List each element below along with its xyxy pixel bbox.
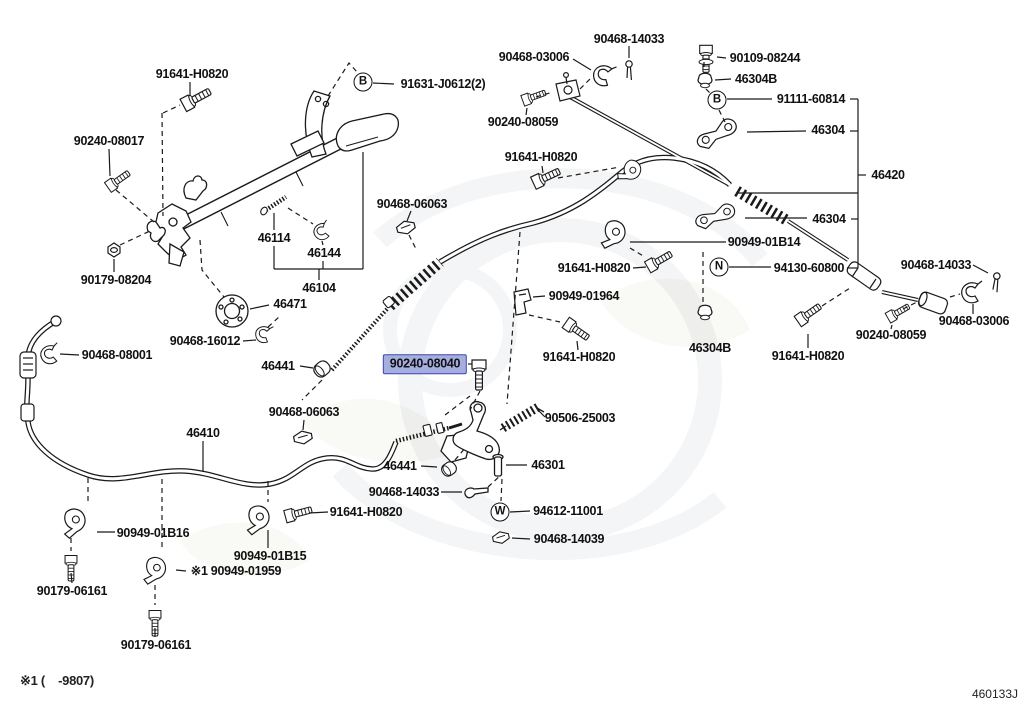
callout-w-3[interactable]: W [490,502,510,522]
part-label-90949-01b14[interactable]: 90949-01B14 [727,234,801,249]
part-label-90506-25003[interactable]: 90506-25003 [544,410,616,425]
part-label-46304[interactable]: 46304 [811,122,845,137]
part-label-46304b[interactable]: 46304B [689,340,731,355]
part-label-90949-01b15[interactable]: 90949-01B15 [233,548,307,563]
part-label-46471[interactable]: 46471 [273,296,307,311]
part-label-90468-14039[interactable]: 90468-14039 [533,531,605,546]
part-label-46144[interactable]: 46144 [307,245,341,260]
part-label-90240-08059[interactable]: 90240-08059 [487,114,559,129]
part-label-91641-h0820[interactable]: 91641-H0820 [542,349,616,364]
part-label-46304b[interactable]: 46304B [735,71,777,86]
part-label-94612-11001[interactable]: 94612-11001 [533,503,603,518]
pedal-assembly [146,90,400,267]
part-label-90240-08017[interactable]: 90240-08017 [73,133,145,148]
footnote: ※1 ( -9807) [20,673,94,688]
part-label-90468-14033[interactable]: 90468-14033 [900,257,972,272]
coil-springs [386,186,791,432]
threaded-rods [264,195,463,444]
cotter-pin [464,487,489,499]
part-label-90179-06161[interactable]: 90179-06161 [36,583,108,598]
part-label-91641-h0820[interactable]: 91641-H0820 [771,348,845,363]
part-label-91641-h0820[interactable]: 91641-H0820 [329,504,403,519]
rod-nuts [260,206,445,437]
part-label-90468-03006[interactable]: 90468-03006 [498,49,570,64]
dashed-lines [70,62,961,605]
drawing-code: 460133J [971,687,1018,701]
leader-lines [59,46,989,637]
small-parts [19,44,1002,637]
part-label-46104[interactable]: 46104 [302,280,336,295]
part-label-90468-08001[interactable]: 90468-08001 [81,347,153,362]
part-label-90949-01964[interactable]: 90949-01964 [548,288,620,303]
callout-b-1[interactable]: B [707,90,727,110]
part-label-46304[interactable]: 46304 [812,211,846,226]
part-label-1-90949-01959[interactable]: ※1 90949-01959 [190,563,282,578]
part-label-90468-06063[interactable]: 90468-06063 [376,196,448,211]
part-label-91641-h0820[interactable]: 91641-H0820 [557,260,631,275]
part-label-90949-01b16[interactable]: 90949-01B16 [116,525,190,540]
watermark [332,168,768,561]
part-label-90240-08040[interactable]: 90240-08040 [382,354,468,374]
part-label-90468-06063[interactable]: 90468-06063 [268,404,340,419]
callout-b-0[interactable]: B [353,72,373,92]
part-label-91631-j0612-2[interactable]: 91631-J0612(2) [400,76,486,91]
part-label-94130-60800[interactable]: 94130-60800 [773,260,845,275]
part-label-90109-08244[interactable]: 90109-08244 [729,50,801,65]
part-label-46441[interactable]: 46441 [261,358,295,373]
part-label-90240-08059[interactable]: 90240-08059 [855,327,927,342]
part-label-91111-60814[interactable]: 91111-60814 [776,91,846,106]
part-label-90468-14033[interactable]: 90468-14033 [593,31,665,46]
equalizer-46301 [440,400,504,477]
part-label-46410[interactable]: 46410 [186,425,220,440]
callout-n-2[interactable]: N [709,257,729,277]
part-label-46420[interactable]: 46420 [871,167,905,182]
part-label-90179-08204[interactable]: 90179-08204 [80,272,152,287]
part-label-91641-h0820[interactable]: 91641-H0820 [155,66,229,81]
part-label-90468-03006[interactable]: 90468-03006 [938,313,1010,328]
part-label-46114[interactable]: 46114 [257,230,291,245]
part-label-46301[interactable]: 46301 [531,457,565,472]
part-label-46441[interactable]: 46441 [383,458,417,473]
part-label-90179-06161[interactable]: 90179-06161 [120,637,192,652]
part-label-90468-16012[interactable]: 90468-16012 [169,333,241,348]
part-label-90468-14033[interactable]: 90468-14033 [368,484,440,499]
part-label-91641-h0820[interactable]: 91641-H0820 [504,149,578,164]
